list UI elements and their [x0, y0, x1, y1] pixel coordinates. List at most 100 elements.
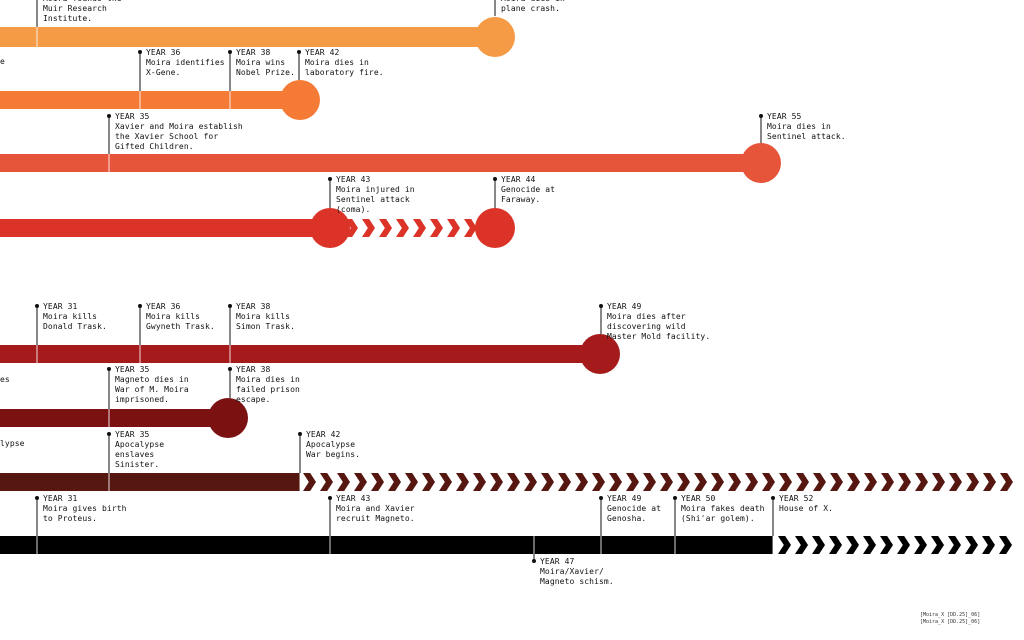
event-year: YEAR 50 [681, 494, 716, 503]
chevron-arrow [948, 536, 961, 554]
event-dot [107, 367, 111, 371]
event-description: Genocide at Genosha. [607, 504, 662, 523]
event-year: YEAR 47 [540, 557, 575, 566]
event-year: YEAR 49 [607, 494, 642, 503]
event-dot [228, 50, 232, 54]
event-label: Moira dies in plane crash. [501, 0, 565, 14]
event-description: Moira kills Simon Trask. [236, 312, 295, 331]
chevron-arrow [396, 219, 409, 237]
chevron-arrow [965, 536, 978, 554]
timeline-end-node [280, 80, 320, 120]
event-description: Moira dies in failed prison escape. [236, 375, 300, 404]
chevron-arrow [490, 473, 503, 491]
event-description: Moira/Xavier/ Magneto schism. [540, 567, 614, 586]
chevron-arrow [558, 473, 571, 491]
chevron-arrow [473, 473, 486, 491]
chevron-arrow [1000, 473, 1013, 491]
file-reference: [Moira_X [DD.25]_06] [Moira_X [DD.25]_06… [920, 612, 980, 626]
chevron-arrow [779, 473, 792, 491]
chevron-arrow [864, 473, 877, 491]
chevron-arrow [830, 473, 843, 491]
chevron-arrow [422, 473, 435, 491]
chevron-arrow [430, 219, 443, 237]
event-dot [35, 496, 39, 500]
event-description: Moira fakes death (Shi'ar golem). [681, 504, 765, 523]
chevron-arrow [745, 473, 758, 491]
chevron-arrow [915, 473, 928, 491]
timeline-end-node [741, 143, 781, 183]
timeline-line2 [0, 50, 320, 120]
event-dot [228, 304, 232, 308]
event-description: lypse [0, 439, 25, 448]
chevron-arrow [320, 473, 333, 491]
event-description: Moira founds the Muir Research Institute… [43, 0, 122, 23]
event-dot [297, 50, 301, 54]
chevron-arrow [897, 536, 910, 554]
chevron-arrow [966, 473, 979, 491]
chevron-arrow [931, 536, 944, 554]
chevron-arrow [456, 473, 469, 491]
timeline-bar [0, 154, 761, 172]
event-description: Moira gives birth to Proteus. [43, 504, 127, 523]
timeline-line6 [0, 367, 248, 438]
chevron-arrow [778, 536, 791, 554]
event-description: Moira and Xavier recruit Magneto. [336, 504, 415, 523]
chevron-arrow [796, 473, 809, 491]
chevron-arrow [711, 473, 724, 491]
event-year: YEAR 52 [779, 494, 814, 503]
chevron-arrow [660, 473, 673, 491]
event-description: Moira dies in plane crash. [501, 0, 565, 13]
chevron-arrow [507, 473, 520, 491]
chevron-arrow [898, 473, 911, 491]
event-year: YEAR 31 [43, 494, 78, 503]
timeline-line1 [0, 0, 515, 57]
event-year: YEAR 42 [306, 430, 341, 439]
chevron-arrow [949, 473, 962, 491]
event-description: Xavier and Moira establish the Xavier Sc… [115, 122, 243, 151]
event-description: Moira wins Nobel Prize. [236, 58, 295, 77]
chevron-arrow [846, 536, 859, 554]
chevron-arrow [762, 473, 775, 491]
timeline-bar [0, 91, 300, 109]
file-reference-line-2: [Moira_X [DD.25]_06] [920, 619, 981, 625]
event-year: YEAR 35 [115, 365, 150, 374]
event-dot [138, 50, 142, 54]
chevron-arrow [812, 536, 825, 554]
event-year: YEAR 43 [336, 494, 371, 503]
event-year: YEAR 44 [501, 175, 536, 184]
event-year: YEAR 38 [236, 302, 271, 311]
chevron-arrow [999, 536, 1012, 554]
event-label: lypse [0, 439, 25, 449]
event-dot [107, 114, 111, 118]
event-dot [771, 496, 775, 500]
event-description: Moira dies in Sentinel attack. [767, 122, 846, 141]
chevron-arrow [524, 473, 537, 491]
chevron-arrow [982, 536, 995, 554]
event-year: YEAR 31 [43, 302, 78, 311]
chevron-arrow [541, 473, 554, 491]
chevron-arrow [677, 473, 690, 491]
event-dot [673, 496, 677, 500]
event-dot [35, 304, 39, 308]
timeline-bar [0, 409, 228, 427]
event-description: Moira dies in laboratory fire. [305, 58, 384, 77]
event-dot [759, 114, 763, 118]
timeline-bar [0, 345, 600, 363]
chevron-arrow [575, 473, 588, 491]
chevron-arrow [439, 473, 452, 491]
timeline-line4 [0, 177, 515, 248]
event-year: YEAR 36 [146, 48, 181, 57]
